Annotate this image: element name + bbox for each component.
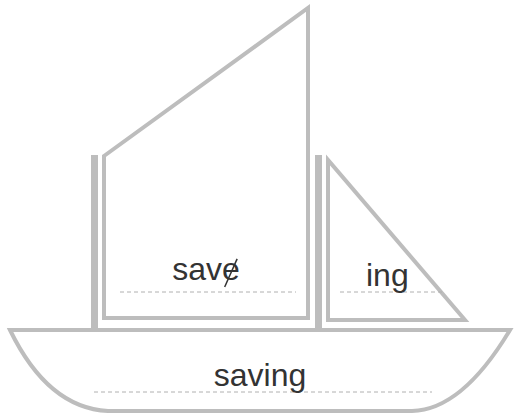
right-mast <box>315 155 322 331</box>
hull-border <box>10 330 510 411</box>
jib-sail-outline <box>326 158 468 322</box>
jib-sail: ing <box>326 158 468 322</box>
word-label: save <box>172 250 240 288</box>
word-label: ing <box>366 256 409 294</box>
main-sail: save <box>100 6 312 322</box>
jib-sail-border <box>328 160 465 320</box>
main-sail-border <box>104 8 308 318</box>
word-label: saving <box>214 356 307 394</box>
left-mast <box>91 155 98 331</box>
writing-baseline <box>120 292 296 293</box>
hull: saving <box>8 326 512 414</box>
